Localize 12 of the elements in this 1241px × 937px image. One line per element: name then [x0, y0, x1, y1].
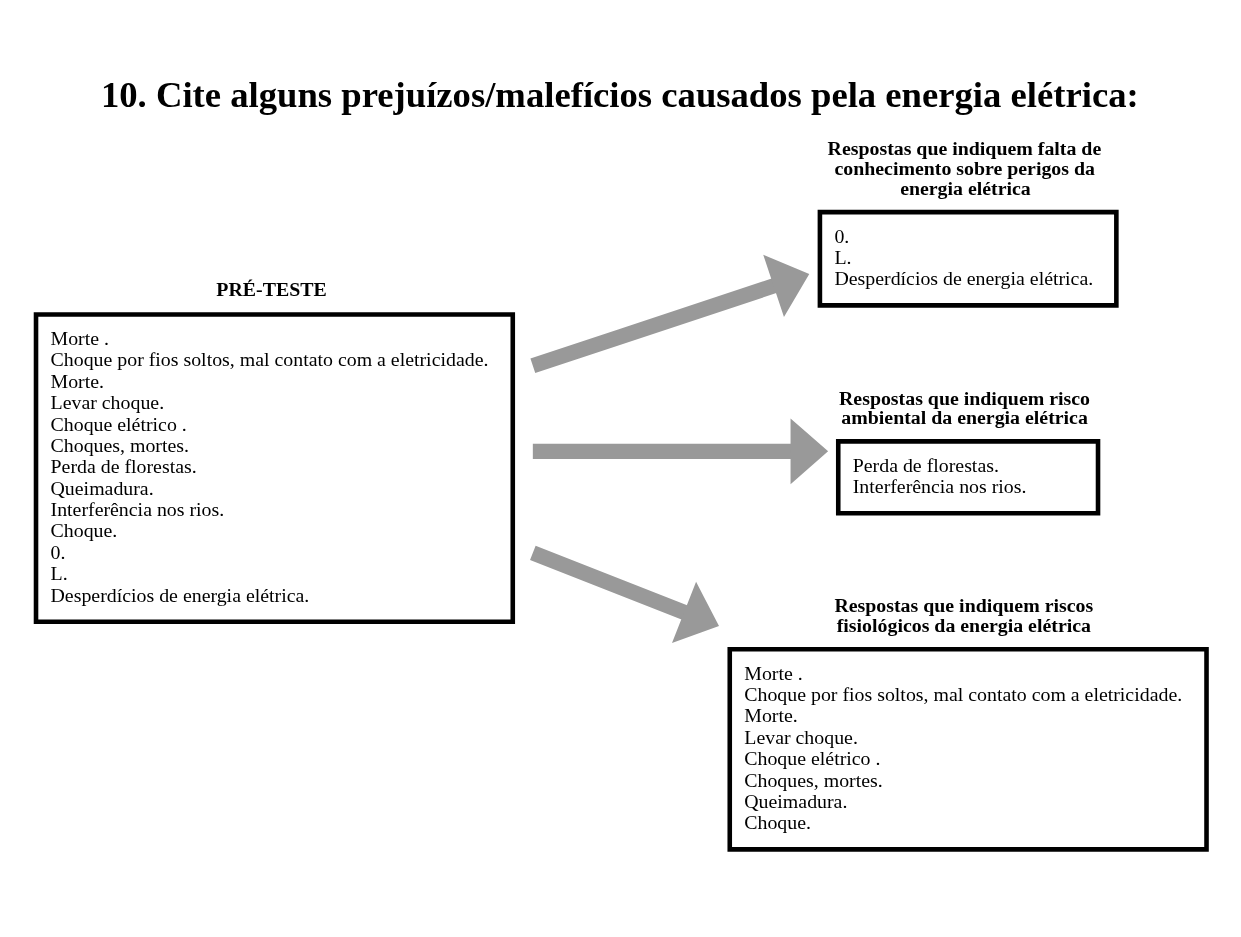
node-label: Respostas que indiquem riscos fisiológicos da energia elétrica — [834, 594, 1094, 637]
arrow — [530, 254, 810, 374]
arrow — [532, 418, 829, 485]
node-box: 0. L. Desperdícios de energia elétrica. — [817, 209, 1119, 308]
node-box: Perda de florestas. Interferência nos rios. — [835, 439, 1101, 516]
node-box: Morte . Choque por fios soltos, mal contato com a eletricidade. Morte. Levar choque. Choque elétrico . Choques, mortes. Perda de florestas. Queimadura. Interferência nos rios. Choque. 0. L. Desperdícios de energia elétrica. — [33, 312, 516, 624]
node-label: Respostas que indiquem falta de conhecimento sobre perigos da energia elétrica — [827, 137, 1102, 200]
diagram-title: 10. Cite alguns prejuízos/malefícios causados pela energia elétrica: — [100, 74, 1139, 116]
node-label: Respostas que indiquem risco ambiental da energia elétrica — [839, 386, 1091, 429]
node-label: PRÉ-TESTE — [216, 278, 327, 301]
arrow — [530, 545, 719, 643]
node-box: Morte . Choque por fios soltos, mal contato com a eletricidade. Morte. Levar choque. Choque elétrico . Choques, mortes. Queimadura. Choque. — [727, 646, 1209, 852]
